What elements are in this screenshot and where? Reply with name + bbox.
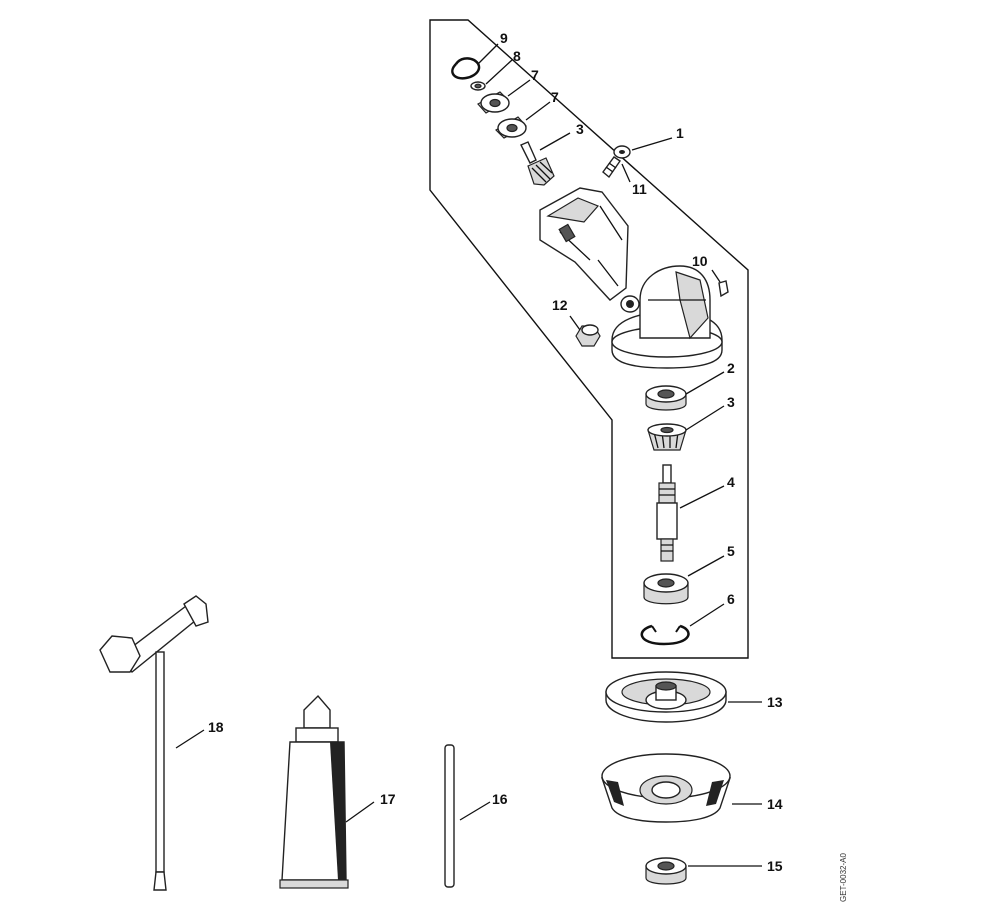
grease-tube-icon: [279, 694, 349, 889]
callout-1: 1: [676, 125, 684, 141]
callout-3-lower: 3: [727, 394, 735, 410]
callout-10: 10: [692, 253, 708, 269]
callout-14: 14: [767, 796, 783, 812]
shaft-icon: [656, 464, 678, 562]
callout-4: 4: [727, 474, 735, 490]
callout-2: 2: [727, 360, 735, 376]
callout-11: 11: [632, 181, 647, 197]
callout-15: 15: [767, 858, 783, 874]
leader-lines: [175, 43, 762, 867]
callout-6: 6: [727, 591, 735, 607]
callout-labels: 9 8 7 7 3 1 11 10 12 2 3 4 5 6 13 14 15 …: [208, 30, 783, 874]
deflector-cup-icon: [601, 753, 731, 823]
plug-icon: [575, 324, 601, 347]
assembly-outline: [429, 19, 749, 659]
screw-icon: [602, 145, 631, 179]
washer-icon: [470, 81, 486, 91]
rod-icon: [444, 744, 455, 888]
thrust-plate-icon: [605, 671, 727, 723]
callout-9: 9: [500, 30, 508, 46]
callout-16: 16: [492, 791, 508, 807]
ball-bearing-icon: [645, 385, 687, 411]
callout-8: 8: [513, 48, 521, 64]
callout-5: 5: [727, 543, 735, 559]
gear-housing-icon: [539, 187, 723, 369]
mounting-nut-icon: [645, 857, 687, 885]
callout-12: 12: [552, 297, 568, 313]
callout-18: 18: [208, 719, 224, 735]
combination-wrench-icon: [99, 595, 209, 891]
circlip-icon: [451, 57, 481, 80]
ball-bearing-icon: [643, 573, 689, 605]
callout-3-upper: 3: [576, 121, 584, 137]
nut-icon: [718, 280, 729, 298]
ball-bearing-icon: [495, 116, 527, 139]
callout-7-upper: 7: [531, 67, 539, 83]
circlip-icon: [640, 624, 690, 646]
drawing-code: GET-0032-A0: [839, 853, 848, 902]
ball-bearing-icon: [477, 91, 510, 114]
callout-7-lower: 7: [551, 89, 559, 105]
bevel-pinion-icon: [520, 141, 555, 186]
callout-13: 13: [767, 694, 783, 710]
callout-17: 17: [380, 791, 396, 807]
bevel-gear-icon: [647, 423, 687, 451]
